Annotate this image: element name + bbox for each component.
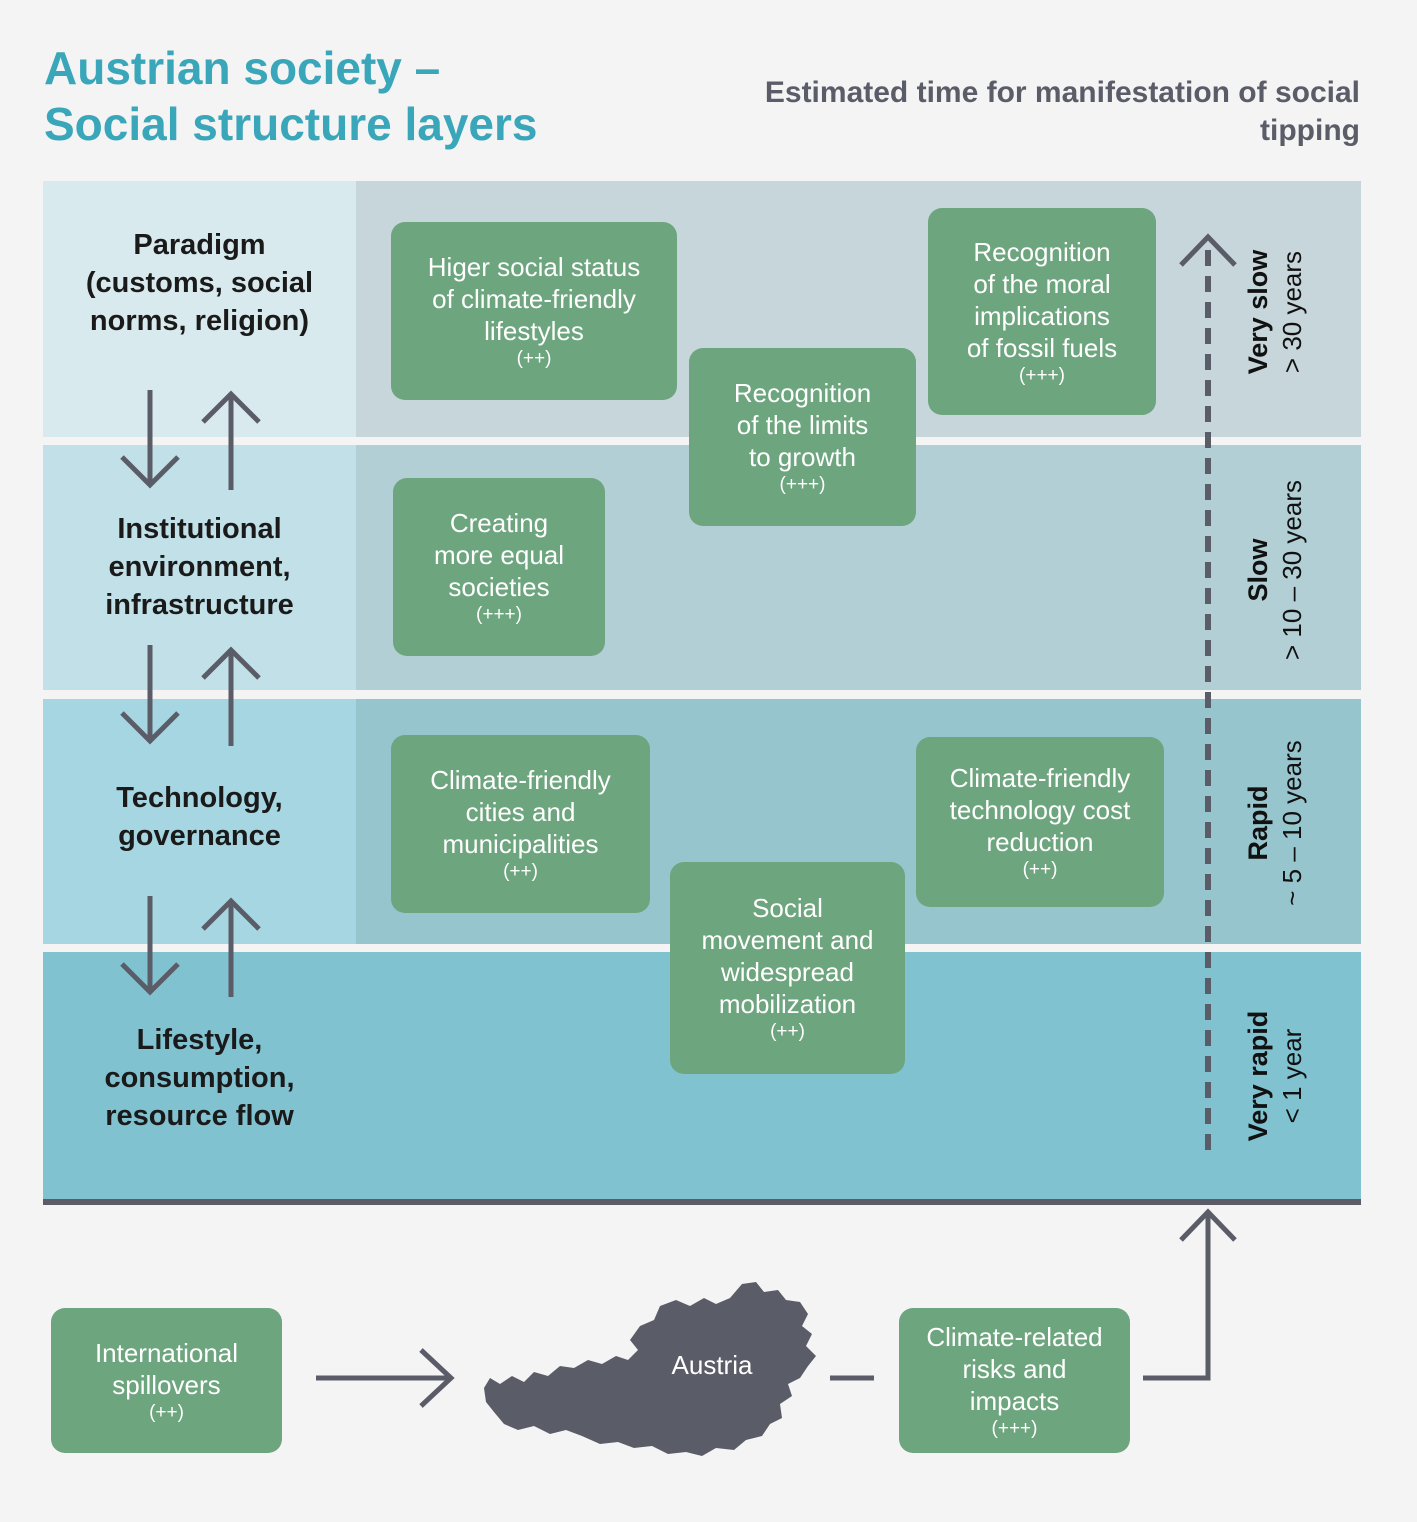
time-label-slow: Slow> 10 – 30 years — [1243, 480, 1307, 660]
arrow-down-icon — [120, 645, 180, 745]
title-line-2: Social structure layers — [44, 98, 538, 150]
time-axis-title: Estimated time for manifestation of soci… — [764, 76, 1360, 147]
arrow-down-icon — [120, 390, 180, 489]
element-box-equal-societies: Creating more equal societies(+++) — [393, 478, 605, 656]
austria-map-icon — [484, 1282, 816, 1456]
layer-label-paradigm: Paradigm (customs, social norms, religio… — [85, 229, 314, 337]
time-label-rapid: Rapid~ 5 – 10 years — [1243, 740, 1307, 906]
arrow-up-icon — [1143, 1208, 1237, 1381]
element-box-technology-cost: Climate-friendly technology cost reducti… — [916, 737, 1164, 907]
arrow-up-icon — [201, 897, 261, 997]
time-label-very-rapid: Very rapid< 1 year — [1243, 1010, 1307, 1142]
element-box-social-movement: Social movement and widespread mobilizat… — [670, 862, 905, 1074]
element-box-moral-implications: Recognition of the moral implications of… — [928, 208, 1156, 415]
arrow-down-icon — [120, 896, 180, 996]
layer-label-technology: Technology, governance — [116, 782, 283, 852]
title-line-1: Austrian society – — [44, 42, 441, 94]
arrow-up-icon — [201, 390, 261, 490]
dashed-arrow-up-icon — [1179, 233, 1237, 1150]
page-title: Austrian society – Social structure laye… — [44, 40, 537, 152]
layer-band-lifestyle — [43, 952, 1361, 1200]
element-box-limits-to-growth: Recognition of the limits to growth(+++) — [689, 348, 916, 526]
element-box-climate-risks: Climate-related risks and impacts(+++) — [899, 1308, 1130, 1453]
arrow-up-icon — [201, 646, 261, 746]
element-box-international-spillovers: International spillovers(++) — [51, 1308, 282, 1453]
layer-label-lifestyle: Lifestyle, consumption, resource flow — [104, 1024, 295, 1132]
time-label-very-slow: Very slow> 30 years — [1243, 249, 1307, 375]
country-label: Austria — [671, 1350, 753, 1380]
arrow-right-icon — [316, 1348, 455, 1408]
layer-label-institutional: Institutional environment, infrastructur… — [105, 513, 294, 621]
element-box-climate-friendly-cities: Climate-friendly cities and municipaliti… — [391, 735, 650, 913]
element-box-social-status: Higer social status of climate-friendly … — [391, 222, 677, 400]
